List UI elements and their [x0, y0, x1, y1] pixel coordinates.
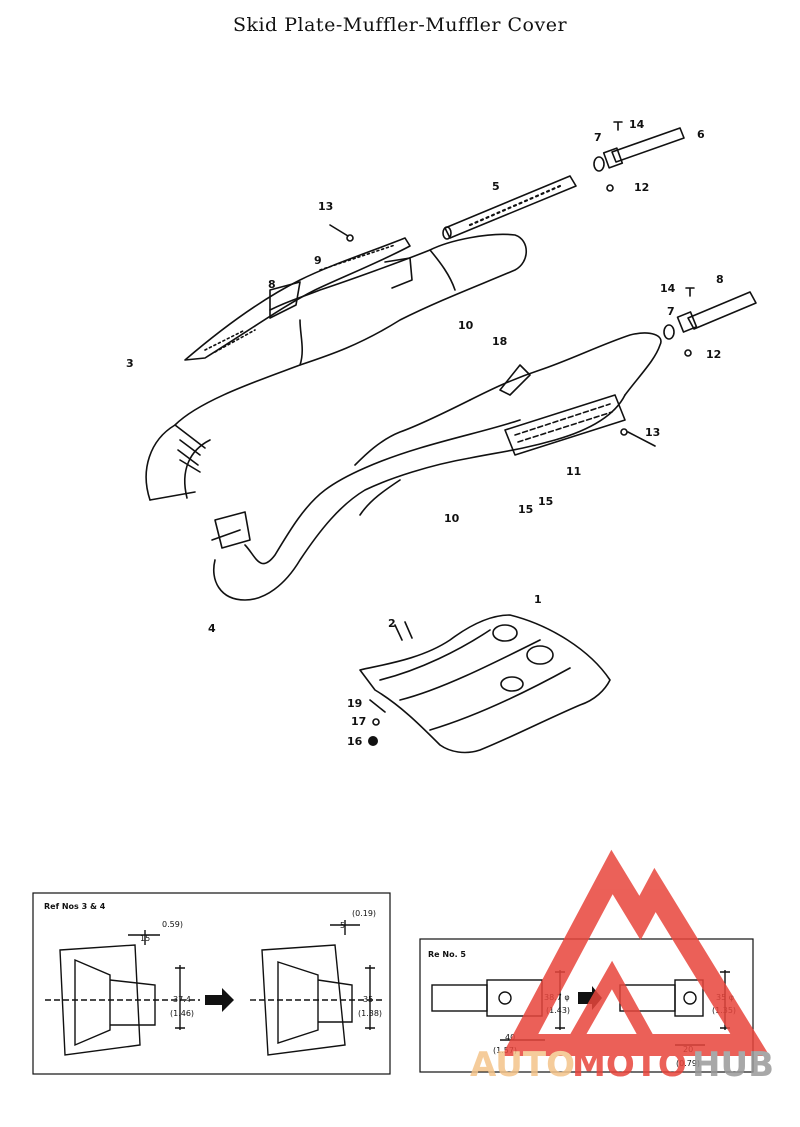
lower-muffler-drawing: [211, 332, 662, 601]
logo-text-hub: HUB: [692, 1045, 774, 1085]
callout-3: 3: [126, 357, 134, 370]
callout-7b: 7: [667, 305, 675, 318]
detail-box-left: Ref Nos 3 & 4 15 0.59) 37.4 (1.46) 5 (0.…: [32, 892, 391, 1075]
bolt-6-drawing: [593, 121, 685, 192]
callout-5: 5: [492, 180, 500, 193]
callout-4: 4: [208, 622, 216, 635]
detail-left-dim-a-in: 0.59): [162, 920, 183, 929]
callout-2: 2: [388, 617, 396, 630]
upper-muffler-cover-drawing: [184, 237, 413, 361]
detail-right-dim-a-in: (1.43): [546, 1006, 570, 1015]
detail-right-dim-b-mm: 40: [505, 1033, 515, 1042]
callout-8b: 8: [716, 273, 724, 286]
callout-12a: 12: [634, 181, 649, 194]
callout-16: 16: [347, 735, 363, 748]
bolt-19-drawing: [369, 699, 386, 713]
detail-left-dim-c-mm: 5: [340, 921, 345, 930]
callout-9: 9: [314, 254, 322, 267]
bolt-13a-drawing: [329, 224, 349, 237]
callout-19: 19: [347, 697, 362, 710]
callout-8a: 8: [268, 278, 276, 291]
callout-17: 17: [351, 715, 366, 728]
callout-6: 6: [697, 128, 705, 141]
bolt-13b-drawing: [627, 431, 656, 447]
callout-10a: 10: [458, 319, 474, 332]
callout-12b: 12: [706, 348, 721, 361]
skid-plate-drawing: [359, 614, 611, 754]
detail-left-dim-b-mm: 37.4: [173, 995, 191, 1004]
callout-1: 1: [534, 593, 542, 606]
page-title: Skid Plate-Muffler-Muffler Cover: [232, 14, 568, 36]
callout-18: 18: [492, 335, 507, 348]
bolt-8-drawing: [663, 287, 757, 357]
logo-text-moto: MOTO: [572, 1045, 687, 1085]
detail-left-dim-a-mm: 15: [140, 934, 150, 943]
callout-13b: 13: [645, 426, 660, 439]
callout-7a: 7: [594, 131, 602, 144]
detail-right-ref: Re No. 5: [428, 950, 466, 959]
callout-14b: 14: [660, 282, 676, 295]
callout-10b: 10: [444, 512, 460, 525]
detail-right-dim-d-in: (0.79): [676, 1059, 700, 1068]
callout-15b: 15: [538, 495, 553, 508]
detail-left-dim-d-in: (1.38): [358, 1009, 382, 1018]
callout-13a: 13: [318, 200, 333, 213]
callout-11: 11: [566, 465, 581, 478]
pipe-5-drawing: [442, 175, 577, 240]
automotohub-logo: AUTO MOTO HUB: [470, 849, 774, 1085]
callout-15a: 15: [518, 503, 533, 516]
callout-labels: 1 2 3 4 5 6 7 7 8 8 9 10 10 11 12 12 13 …: [126, 118, 724, 748]
detail-left-dim-d-mm: 35: [363, 995, 373, 1004]
upper-muffler-drawing: [145, 233, 528, 501]
detail-left-ref: Ref Nos 3 & 4: [44, 902, 106, 911]
detail-left-dim-c-in: (0.19): [352, 909, 376, 918]
detail-left-dim-b-in: (1.46): [170, 1009, 194, 1018]
logo-text-auto: AUTO: [470, 1045, 575, 1085]
callout-14a: 14: [629, 118, 645, 131]
